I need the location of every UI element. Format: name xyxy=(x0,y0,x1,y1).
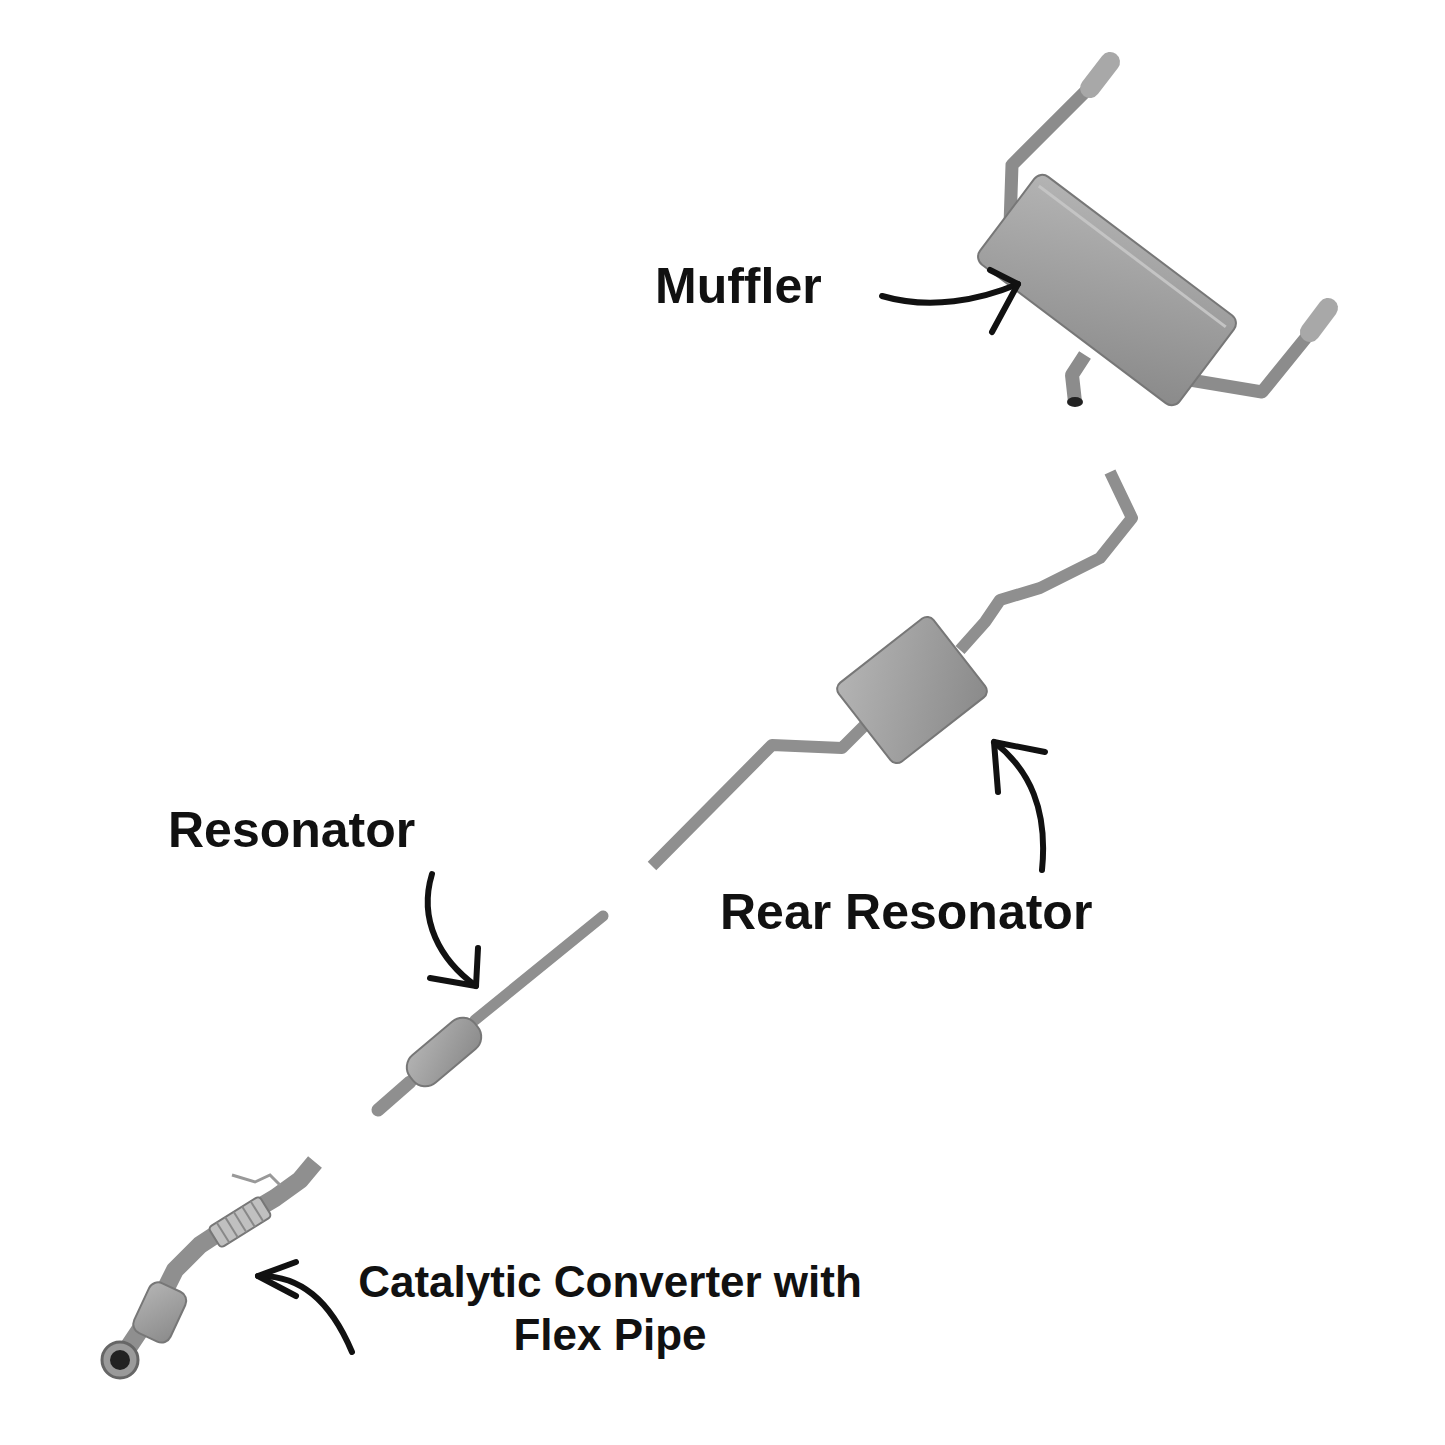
leader-arrow xyxy=(994,742,1045,792)
leader-arrow xyxy=(994,742,1043,870)
leader-arrow xyxy=(990,270,1018,332)
rear-resonator-part xyxy=(652,472,1132,866)
muffler-part xyxy=(974,62,1328,409)
leader-arrow xyxy=(882,284,1018,303)
resonator-part xyxy=(378,916,603,1110)
leader-arrow xyxy=(258,1262,296,1296)
catalytic-converter-part xyxy=(102,1162,315,1378)
part-label: Resonator xyxy=(168,800,488,860)
part-label: Rear Resonator xyxy=(720,882,1180,942)
leader-arrow xyxy=(430,948,478,986)
leader-arrow xyxy=(258,1276,352,1352)
part-label: Muffler xyxy=(655,256,895,316)
leader-arrow xyxy=(428,874,476,986)
part-label: Catalytic Converter with Flex Pipe xyxy=(350,1256,870,1362)
